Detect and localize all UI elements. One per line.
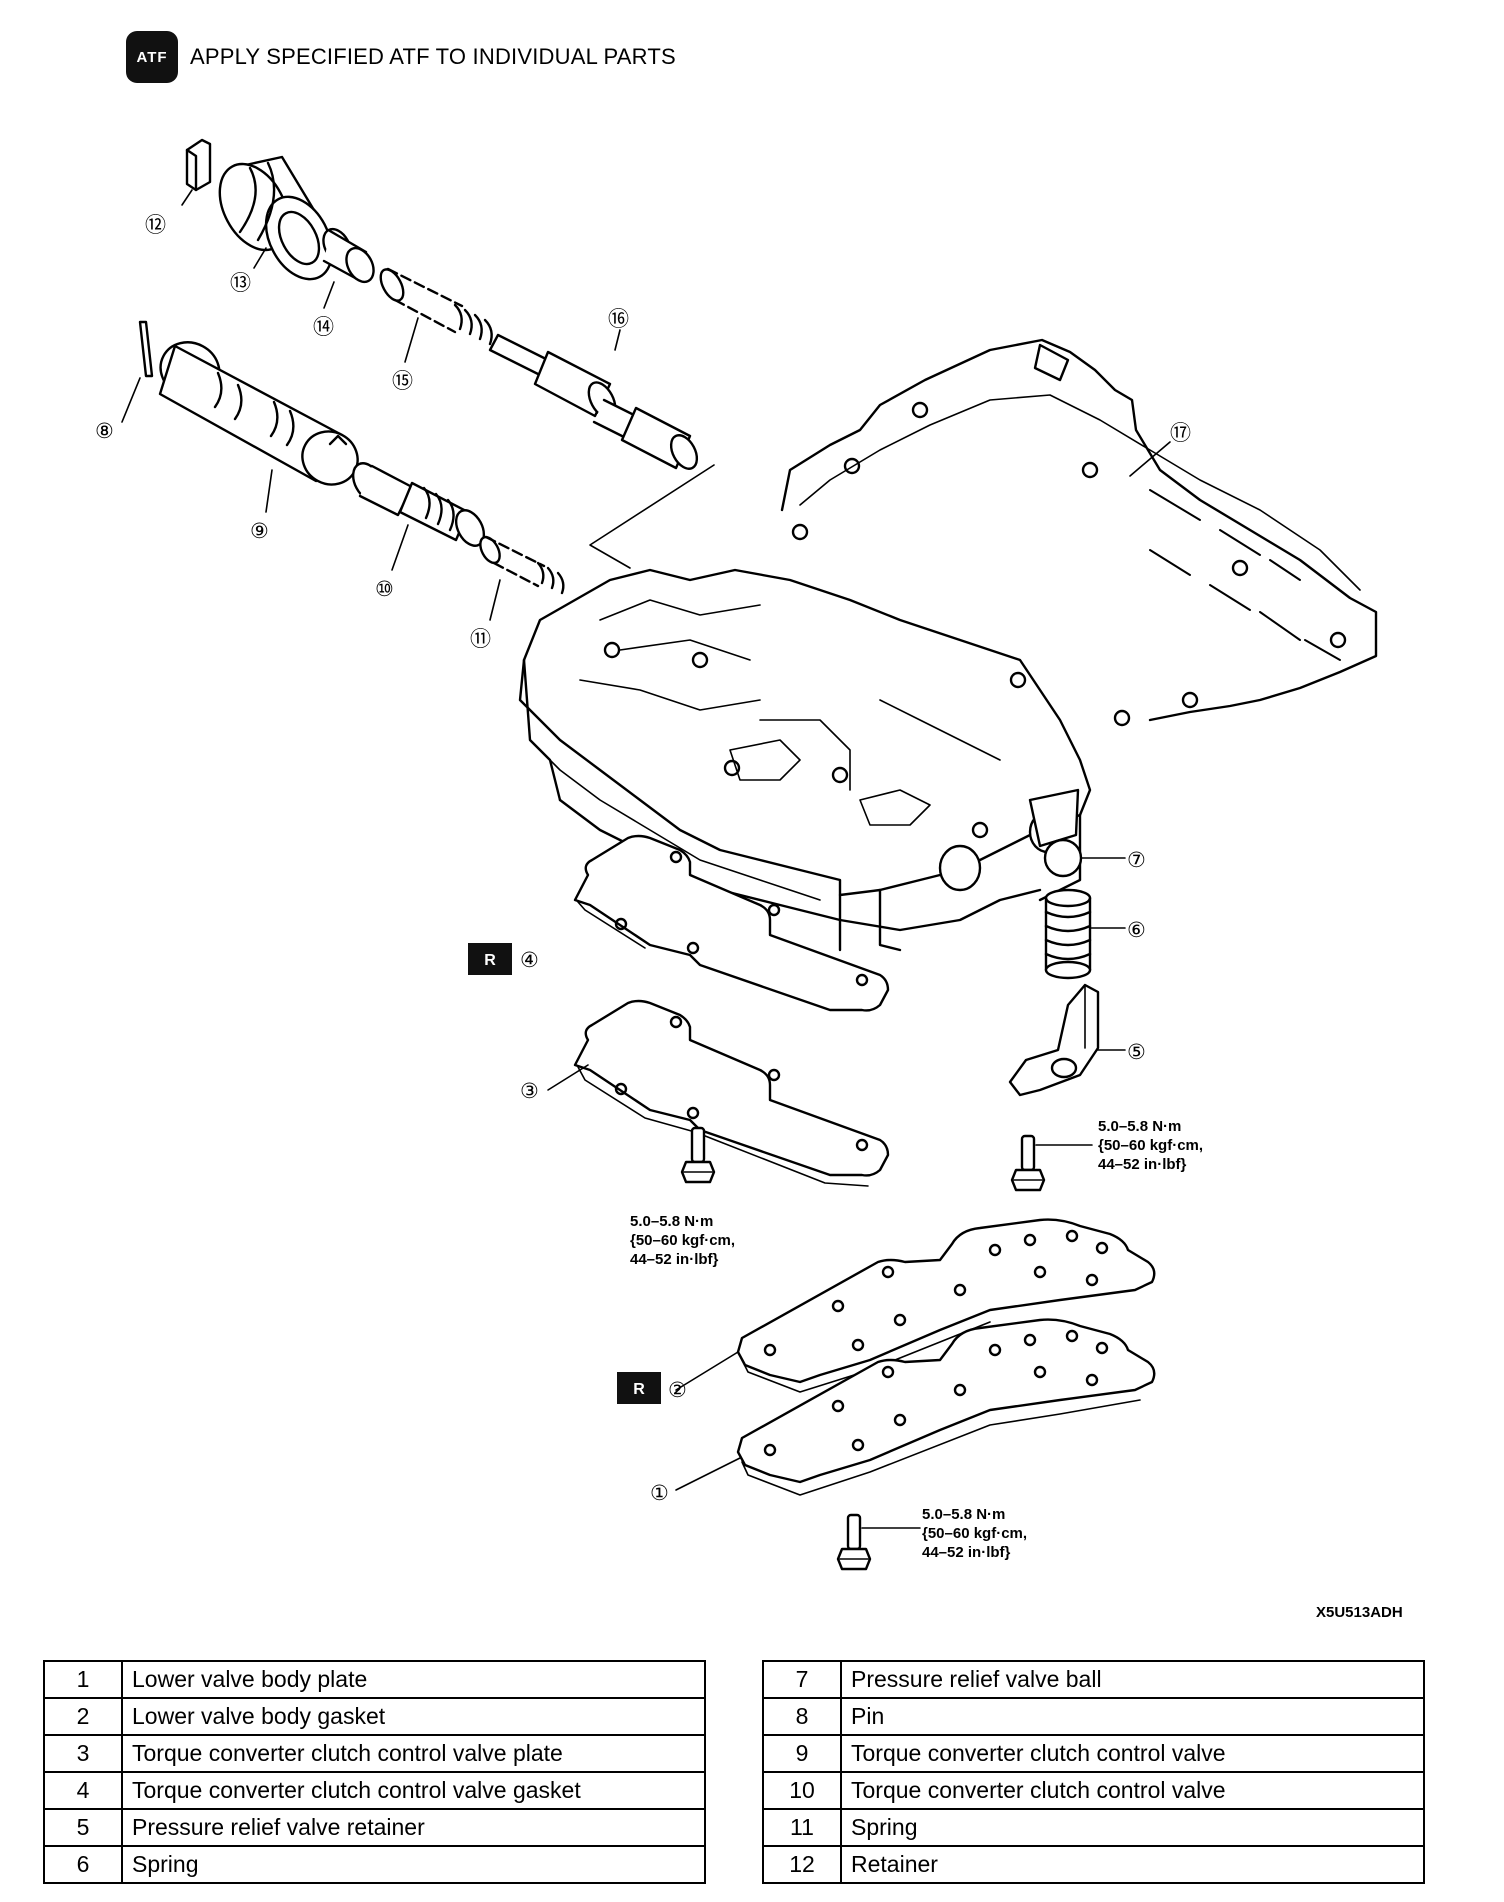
part-number: 4 [43, 1771, 123, 1810]
exploded-view-diagram: R R ⑫ ⑬ ⑭ ⑮ ⑯ ⑰ ⑧ ⑨ ⑩ ⑪ ⑦ ⑥ ⑤ ④ ③ ② ① 5.… [95, 138, 1378, 1571]
valve-body-17 [518, 338, 1378, 952]
torque-bottom-line2: {50–60 kgf·cm, [922, 1525, 1027, 1542]
part-name: Pressure relief valve retainer [121, 1808, 706, 1847]
plate-1 [736, 1318, 1156, 1496]
valve-sleeve-13 [218, 155, 334, 281]
valve-body-17-leader [1129, 441, 1171, 477]
part-number: 1 [43, 1660, 123, 1699]
part-name: Torque converter clutch control valve [840, 1734, 1425, 1773]
part-number: 10 [762, 1771, 842, 1810]
spring-11 [479, 535, 565, 595]
torque-left-line2: {50–60 kgf·cm, [630, 1232, 735, 1249]
spring-6 [1044, 888, 1092, 980]
part-number: 12 [762, 1845, 842, 1884]
part-number: 8 [762, 1697, 842, 1736]
callout-2: ② [668, 1378, 687, 1402]
replace-badge-2-label: R [633, 1381, 645, 1398]
torque-left-line1: 5.0–5.8 N·m [630, 1213, 713, 1230]
spring-15 [379, 267, 493, 346]
part-name: Torque converter clutch control valve pl… [121, 1734, 706, 1773]
bolt-bottom [836, 1513, 872, 1571]
callout-1: ① [650, 1481, 669, 1505]
callout-16: ⑯ [608, 307, 629, 331]
part-number: 11 [762, 1808, 842, 1847]
retainer-5 [1008, 983, 1100, 1097]
valve-sleeve-9 [158, 341, 359, 486]
callout-15: ⑮ [392, 369, 413, 393]
torque-right-line3: 44–52 in·lbf} [1098, 1156, 1187, 1173]
part-name: Lower valve body plate [121, 1660, 706, 1699]
pressure-relief-ball-7 [1043, 838, 1083, 878]
gasket-4 [573, 834, 890, 1012]
bolt-right [1010, 1134, 1046, 1192]
torque-bottom-line1: 5.0–5.8 N·m [922, 1506, 1005, 1523]
callout-17: ⑰ [1170, 421, 1191, 445]
part-name: Torque converter clutch control valve ga… [121, 1771, 706, 1810]
callout-12: ⑫ [145, 213, 166, 237]
part-name: Pressure relief valve ball [840, 1660, 1425, 1699]
torque-left-line3: 44–52 in·lbf} [630, 1251, 719, 1268]
header: ATF APPLY SPECIFIED ATF TO INDIVIDUAL PA… [126, 30, 676, 84]
header-instruction: APPLY SPECIFIED ATF TO INDIVIDUAL PARTS [190, 44, 676, 69]
gasket-2 [736, 1218, 1156, 1393]
callout-11: ⑪ [470, 627, 491, 651]
part-number: 5 [43, 1808, 123, 1847]
torque-bottom-line3: 44–52 in·lbf} [922, 1544, 1011, 1561]
part-name: Spring [840, 1808, 1425, 1847]
callout-4: ④ [520, 948, 539, 972]
plate-3 [573, 999, 890, 1187]
part-number: 2 [43, 1697, 123, 1736]
callout-9: ⑨ [250, 519, 269, 543]
figure-code: X5U513ADH [1316, 1604, 1403, 1621]
replace-badge-2 [617, 1372, 661, 1404]
part-name: Lower valve body gasket [121, 1697, 706, 1736]
part-name: Torque converter clutch control valve [840, 1771, 1425, 1810]
pin-8 [138, 320, 154, 378]
part-name: Retainer [840, 1845, 1425, 1884]
part-number: 7 [762, 1660, 842, 1699]
torque-right-line1: 5.0–5.8 N·m [1098, 1118, 1181, 1135]
part-number: 3 [43, 1734, 123, 1773]
replace-badge-4 [468, 943, 512, 975]
callout-8: ⑧ [95, 419, 114, 443]
plug-14 [322, 227, 375, 284]
callout-5: ⑤ [1127, 1040, 1146, 1064]
alignment-line [589, 464, 715, 569]
part-name: Spring [121, 1845, 706, 1884]
torque-right-line2: {50–60 kgf·cm, [1098, 1137, 1203, 1154]
part-name: Pin [840, 1697, 1425, 1736]
callout-3: ③ [520, 1079, 539, 1103]
retainer-12 [185, 138, 212, 192]
callout-14: ⑭ [313, 315, 334, 339]
bolt-left [680, 1126, 716, 1184]
replace-badge-4-label: R [484, 952, 496, 969]
part-number: 9 [762, 1734, 842, 1773]
atf-oil-can-icon: ATF [126, 31, 178, 83]
valve-16-leader [614, 329, 621, 351]
callout-7: ⑦ [1127, 848, 1146, 872]
valve-10 [351, 462, 486, 547]
part-number: 6 [43, 1845, 123, 1884]
valve-16 [488, 333, 699, 470]
callout-13: ⑬ [230, 271, 251, 295]
leader-lines [121, 189, 741, 1491]
callout-10: ⑩ [375, 577, 394, 601]
callout-6: ⑥ [1127, 918, 1146, 942]
